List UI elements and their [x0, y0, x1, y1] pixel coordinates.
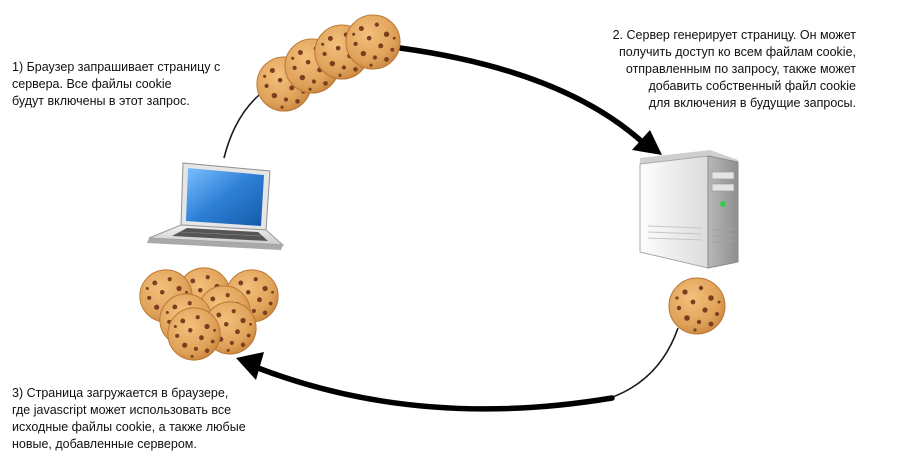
caption-line: будут включены в этот запрос. — [12, 94, 190, 108]
caption-line: исходные файлы cookie, а также любые — [12, 420, 246, 434]
arrow-to-browser — [255, 365, 615, 412]
arc-right-lower — [609, 327, 679, 399]
caption-line: получить доступ ко всем файлам cookie, — [619, 45, 856, 59]
arrow-to-server — [397, 45, 643, 143]
cookie-icon — [167, 307, 221, 361]
step-1-caption: 1) Браузер запрашивает страницу с сервер… — [12, 59, 220, 110]
laptop-icon — [147, 162, 285, 250]
browser-cookie-pile — [139, 267, 279, 361]
step-2-caption: 2. Сервер генерирует страницу. Он может … — [613, 27, 856, 112]
arrow-to-browser-head — [236, 352, 264, 380]
caption-line: 3) Страница загружается в браузере, — [12, 386, 229, 400]
caption-line: сервера. Все файлы cookie — [12, 77, 172, 91]
step-3-caption: 3) Страница загружается в браузере, где … — [12, 385, 246, 453]
caption-line: 1) Браузер запрашивает страницу с — [12, 60, 221, 74]
request-cookie-stack — [256, 14, 401, 112]
arrow-to-server-head — [632, 130, 662, 155]
server-icon — [639, 150, 739, 269]
caption-line: 2. Сервер генерирует страницу. Он может — [612, 28, 856, 42]
caption-line: добавить собственный файл cookie — [648, 79, 856, 93]
cookie-icon — [668, 277, 726, 335]
caption-line: отправленным по запросу, также может — [625, 62, 856, 76]
caption-line: новые, добавленные сервером. — [12, 437, 197, 451]
caption-line: где javascript может использовать все — [12, 403, 232, 417]
cookie-icon — [345, 14, 401, 70]
caption-line: для включения в будущие запросы. — [648, 96, 856, 110]
